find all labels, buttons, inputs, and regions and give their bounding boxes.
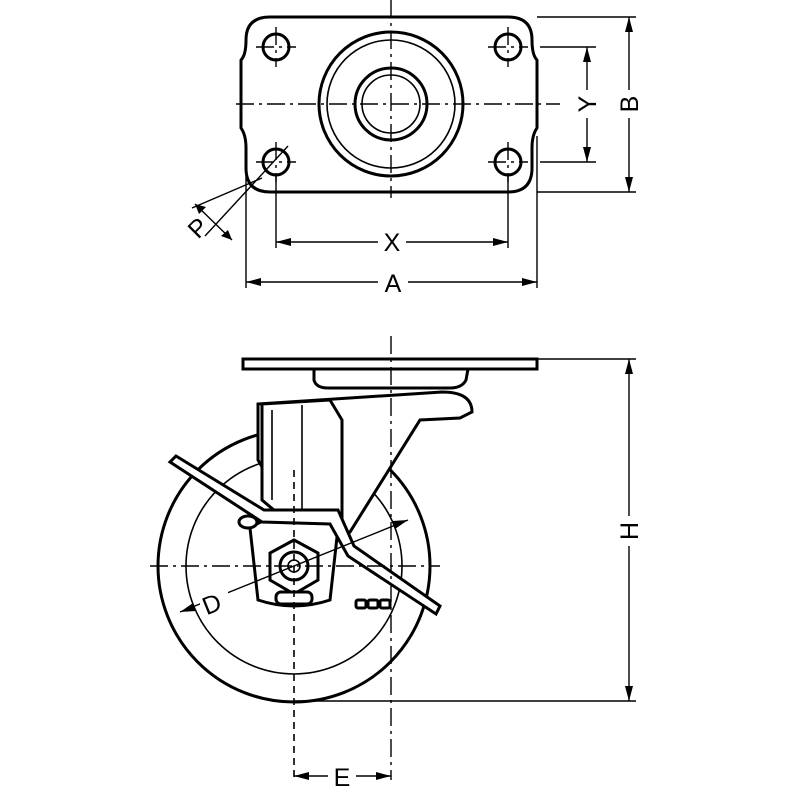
dimension-x: X — [275, 176, 509, 257]
dimension-h-label: H — [616, 522, 644, 540]
dimension-b: B — [537, 16, 644, 193]
side-view-centerlines — [150, 336, 440, 780]
dimension-a: A — [245, 136, 538, 298]
dimension-b-label: B — [616, 96, 644, 113]
top-plate-view: B Y X A — [183, 0, 644, 298]
dimension-e: E — [294, 762, 391, 792]
dimension-y: Y — [540, 46, 602, 163]
dimension-x-label: X — [384, 229, 401, 257]
brake-lever — [167, 454, 442, 617]
dimension-d: D — [179, 519, 409, 621]
bolt-holes — [256, 27, 528, 182]
side-view: D H E — [150, 336, 644, 792]
dimension-h: H — [294, 358, 644, 702]
dimension-a-label: A — [385, 270, 402, 298]
dimension-e-label: E — [334, 764, 351, 792]
brake-pad-marks — [354, 598, 392, 610]
top-view-centerlines — [236, 0, 560, 198]
dimension-p: P — [183, 145, 289, 244]
dimension-y-label: Y — [574, 95, 602, 112]
brake-pivot — [237, 514, 259, 530]
